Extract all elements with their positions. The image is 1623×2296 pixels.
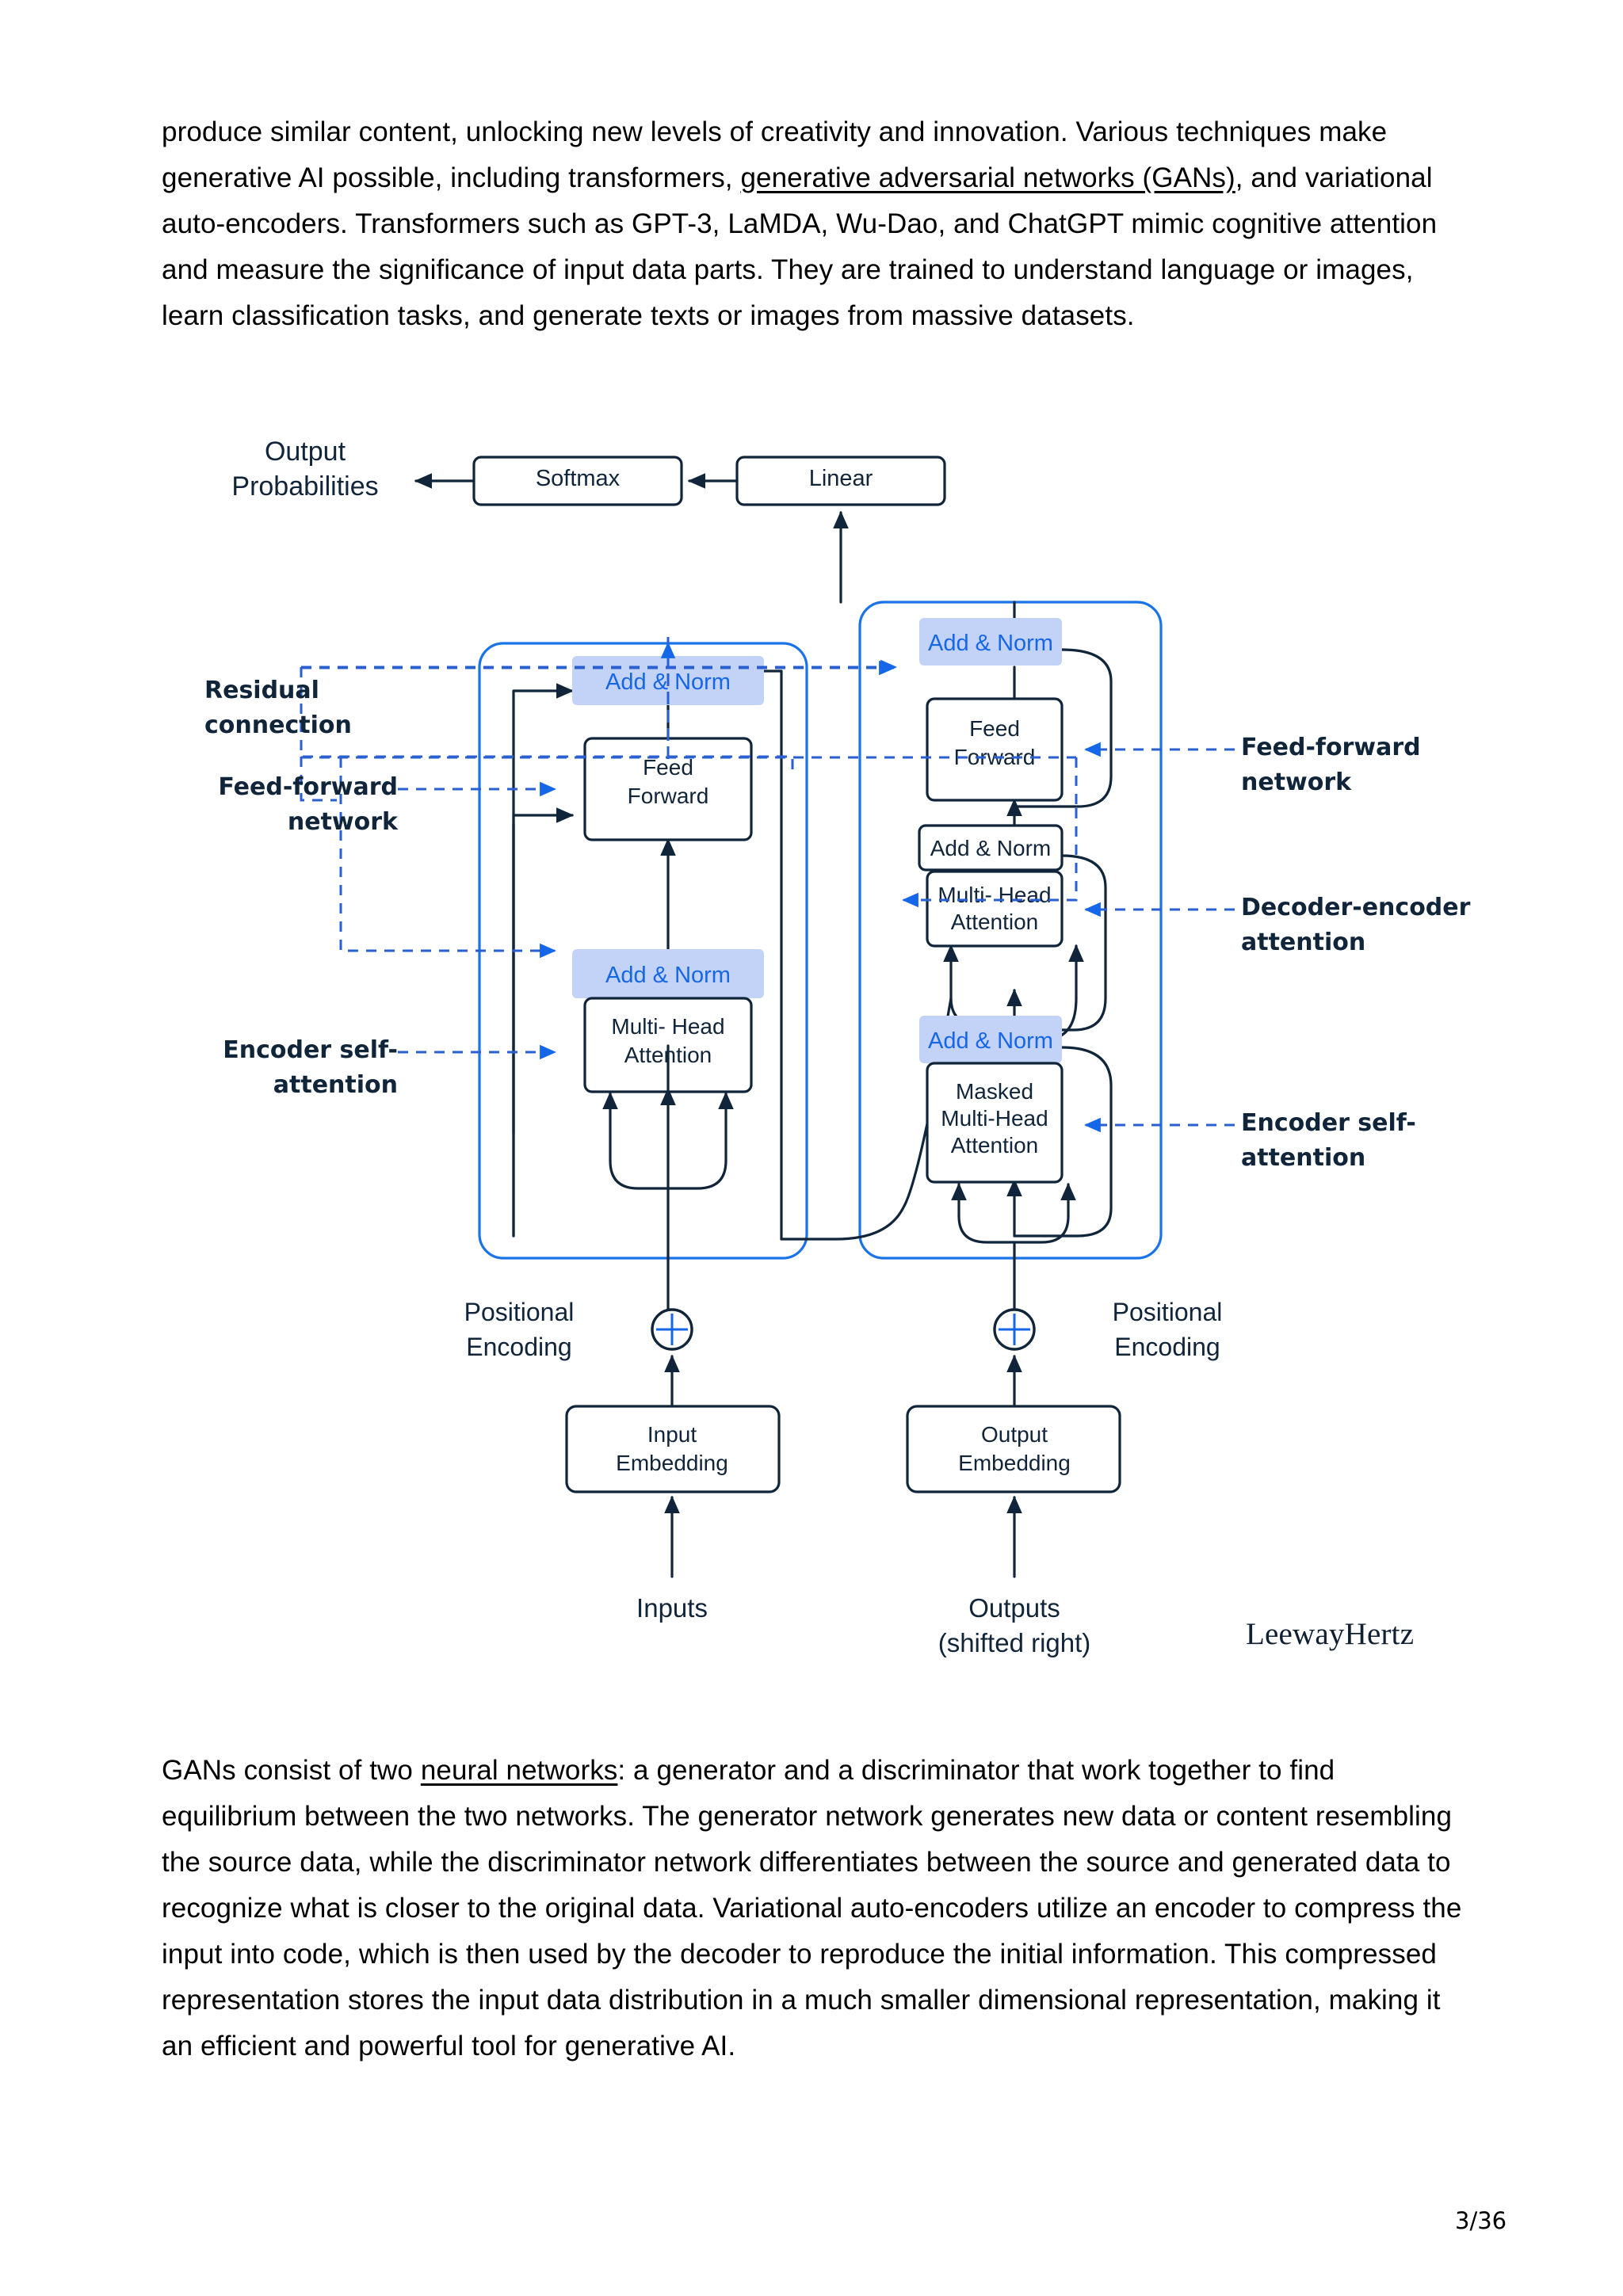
dec-embedding-label-1: Output [981,1422,1048,1447]
enc-embedding-label-1: Input [647,1422,697,1447]
enc-pe-line2: Encoding [466,1333,572,1361]
text-run-0: produce similar content, unlocking new l… [162,116,1388,193]
encoder-positional-encoding-label: Positional Encoding [404,1295,634,1364]
paragraph-top: produce similar content, unlocking new l… [162,109,1477,339]
text-run-2: , and variational auto-encoders. Transfo… [162,162,1438,331]
residual-connection-line2: connection [204,711,352,739]
dec-multi-head-label-2: Attention [951,910,1039,934]
dec-masked-label-3: Attention [951,1133,1039,1158]
enc-multi-head-label-2: Attention [624,1043,712,1067]
paragraph-bottom: GANs consist of two neural networks: a g… [162,1748,1477,2069]
dec-add-norm-2-label: Add & Norm [930,836,1052,860]
decoder-blocks [918,618,1064,1184]
ff-network-right-line2: network [1241,769,1352,796]
page-number: 3/36 [1455,2207,1507,2234]
dec-enc-attn-line2: attention [1241,929,1366,956]
residual-connection-line1: Residual [204,677,319,704]
callout-encoder-self-attention-right: Encoder self- attention [1241,1106,1503,1176]
callout-residual-connection: Residual connection [204,673,418,743]
callout-encoder-self-attention-left: Encoder self-attention [113,1033,398,1103]
text-run-1[interactable]: generative adversarial networks (GANs) [740,162,1235,193]
callout-feed-forward-network-left: Feed-forward network [113,770,398,840]
outputs-label: Outputs (shifted right) [902,1591,1127,1661]
enc-feed-forward-label-2: Forward [628,784,709,808]
output-label-line1: Output [264,437,346,467]
enc-self-attn-left-label: Encoder self-attention [223,1036,398,1099]
positional-encoding-adders [651,1308,1036,1351]
output-probabilities-label: Output Probabilities [198,434,412,504]
enc-multi-head-label-1: Multi- Head [611,1014,724,1039]
enc-add-norm-1-label: Add & Norm [605,963,731,988]
enc-pe-line1: Positional [464,1298,575,1326]
decoder-container [858,601,1163,1260]
enc-self-attn-right-line1: Encoder self- [1241,1109,1416,1137]
outputs-line2: (shifted right) [938,1628,1091,1657]
transformer-architecture-figure: Add & Norm Feed Forward Add & Norm Multi… [143,437,1537,1657]
dec-pe-line1: Positional [1112,1298,1223,1326]
ff-network-left-label: Feed-forward network [218,773,398,836]
callout-decoder-encoder-attention: Decoder-encoder attention [1241,891,1510,960]
text-run-0: GANs consist of two [162,1755,421,1786]
text-run-1[interactable]: neural networks [420,1755,618,1786]
transformer-diagram-svg: Add & Norm Feed Forward Add & Norm Multi… [300,456,1235,1578]
dec-pe-line2: Encoding [1114,1333,1220,1361]
enc-embedding-label-2: Embedding [616,1451,728,1475]
enc-self-attn-right-line2: attention [1241,1144,1366,1172]
dec-add-norm-1-label: Add & Norm [928,1028,1053,1054]
dec-add-norm-3-label: Add & Norm [928,631,1053,656]
dec-multi-head-label-1: Multi- Head [938,883,1051,907]
leewayhertz-watermark: LeewayHertz [1246,1617,1415,1651]
outputs-line1: Outputs [968,1593,1060,1623]
text-run-2: : a generator and a discriminator that w… [162,1755,1462,2061]
dec-masked-label-1: Masked [956,1079,1033,1104]
dec-embedding-label-2: Embedding [958,1451,1071,1475]
dec-feed-forward-label-1: Feed [969,716,1020,741]
dec-enc-attn-line1: Decoder-encoder [1241,894,1471,921]
softmax-block-label: Softmax [535,466,621,491]
enc-feed-forward-label-1: Feed [643,755,693,780]
ff-network-right-line1: Feed-forward [1241,734,1421,761]
dec-masked-label-2: Multi-Head [941,1106,1048,1131]
callout-feed-forward-network-right: Feed-forward network [1241,730,1503,800]
inputs-label: Inputs [636,1593,708,1623]
output-label-line2: Probabilities [231,471,379,502]
decoder-positional-encoding-label: Positional Encoding [1052,1295,1282,1364]
linear-block-label: Linear [808,466,873,491]
